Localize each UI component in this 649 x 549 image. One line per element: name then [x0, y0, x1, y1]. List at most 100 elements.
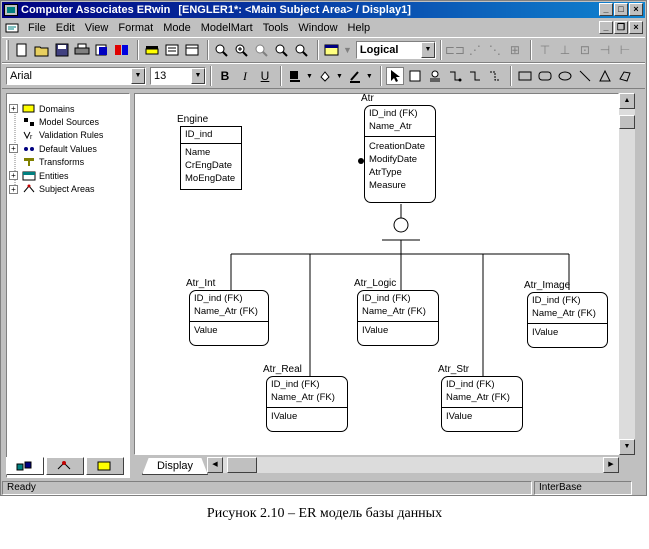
non-identifying-relationship-icon[interactable] — [486, 67, 504, 85]
complete-compare-icon[interactable]: ⋱ — [488, 43, 501, 57]
expand-icon[interactable]: + — [9, 104, 18, 114]
many-to-many-icon[interactable] — [466, 67, 484, 85]
subtype-tool-icon[interactable] — [426, 67, 444, 85]
menu-format[interactable]: Format — [118, 21, 154, 34]
tree-item-validation-rules[interactable]: r Validation Rules — [9, 129, 103, 142]
menu-file[interactable]: File — [28, 21, 46, 34]
subject-area-dropdown-icon[interactable]: ▼ — [343, 45, 352, 55]
entity-display-icon[interactable] — [143, 41, 161, 59]
line-color-icon[interactable] — [346, 67, 364, 85]
entity-atr-real[interactable]: Atr_Real ID_ind (FK) Name_Atr (FK) IValu… — [263, 364, 348, 432]
sync-icon[interactable]: ⊞ — [509, 43, 520, 57]
rectangle-tool-icon[interactable] — [516, 67, 534, 85]
line-tool-icon[interactable] — [576, 67, 594, 85]
zoom-in-icon[interactable] — [233, 41, 251, 59]
tree-item-domains[interactable]: + Domains — [9, 102, 103, 115]
menu-view[interactable]: View — [84, 21, 109, 34]
tree-item-subject-areas[interactable]: + Subject Areas — [9, 182, 103, 195]
entity-engine[interactable]: Engine ID_ind Name CrEngDate MoEngDate — [177, 114, 242, 190]
italic-button[interactable]: I — [243, 68, 247, 83]
ellipse-tool-icon[interactable] — [556, 67, 574, 85]
font-size-dropdown-icon[interactable]: ▼ — [191, 68, 205, 84]
close-button[interactable]: × — [629, 3, 643, 16]
reverse-engineer-icon[interactable]: ⋰ — [468, 43, 481, 57]
fill-color-dropdown-icon[interactable]: ▼ — [335, 72, 343, 80]
menu-help[interactable]: Help — [347, 21, 371, 34]
mart-report-icon[interactable]: ⊢ — [619, 43, 631, 57]
document-menu-icon[interactable] — [5, 22, 19, 34]
scroll-left-icon[interactable]: ◀ — [207, 457, 223, 473]
subject-area-icon[interactable] — [323, 41, 341, 59]
zoom-full-icon[interactable] — [273, 41, 291, 59]
open-folder-icon[interactable] — [33, 41, 51, 59]
entity-atr-logic[interactable]: Atr_Logic ID_ind (FK) Name_Atr (FK) IVal… — [354, 278, 439, 346]
horizontal-scrollbar[interactable]: ◀ ▶ — [207, 457, 619, 473]
print-icon[interactable] — [73, 41, 91, 59]
scroll-down-icon[interactable]: ▼ — [619, 439, 635, 455]
attribute-display-icon[interactable] — [163, 41, 181, 59]
pointer-tool-icon[interactable] — [385, 67, 404, 85]
tab-display-view[interactable] — [86, 457, 124, 475]
tab-model-view[interactable] — [6, 457, 44, 475]
save-icon[interactable] — [53, 41, 71, 59]
new-file-icon[interactable] — [13, 41, 31, 59]
zoom-fit-icon[interactable] — [253, 41, 271, 59]
horizontal-scroll-thumb[interactable] — [227, 457, 257, 473]
doc-minimize-button[interactable]: _ — [599, 21, 613, 34]
toolbar-grip[interactable] — [6, 40, 9, 60]
tree-item-transforms[interactable]: Transforms — [9, 156, 103, 169]
scroll-up-icon[interactable]: ▲ — [619, 93, 635, 109]
table-display-icon[interactable] — [183, 41, 201, 59]
mart-lock-icon[interactable]: ⊣ — [599, 43, 611, 57]
entity-atr-image[interactable]: Atr_Image ID_ind (FK) Name_Atr (FK) IVal… — [524, 280, 608, 348]
title-bar[interactable]: Computer Associates ERwin [ENGLER1*: <Ma… — [2, 2, 645, 18]
freeform-tool-icon[interactable] — [616, 67, 634, 85]
menu-window[interactable]: Window — [298, 21, 338, 34]
tree-item-model-sources[interactable]: Model Sources — [9, 115, 103, 128]
entity-atr[interactable]: Atr ID_ind (FK) Name_Atr CreationDate Mo… — [361, 94, 436, 203]
view-level-dropdown-icon[interactable]: ▼ — [420, 42, 435, 58]
expand-icon[interactable]: + — [9, 171, 18, 181]
tab-display[interactable]: Display — [142, 458, 208, 475]
text-color-dropdown-icon[interactable]: ▼ — [306, 72, 313, 80]
forward-engineer-icon[interactable]: ⊏⊐ — [444, 43, 465, 57]
line-color-dropdown-icon[interactable]: ▼ — [365, 72, 373, 80]
expand-icon[interactable]: + — [9, 184, 18, 194]
font-name-dropdown-icon[interactable]: ▼ — [131, 68, 145, 84]
vertical-scroll-thumb[interactable] — [619, 115, 635, 129]
report-icon[interactable] — [93, 41, 111, 59]
color-icon[interactable] — [113, 41, 131, 59]
expand-icon[interactable]: + — [9, 144, 18, 154]
entity-atr-str[interactable]: Atr_Str ID_ind (FK) Name_Atr (FK) IValue — [438, 364, 523, 432]
menu-mode[interactable]: Mode — [163, 21, 191, 34]
entity-tool-icon[interactable] — [406, 67, 424, 85]
minimize-button[interactable]: _ — [599, 3, 613, 16]
font-size-combo[interactable]: 13 ▼ — [150, 67, 206, 85]
entity-atr-int[interactable]: Atr_Int ID_ind (FK) Name_Atr (FK) Value — [186, 278, 269, 346]
underline-button[interactable]: U — [260, 69, 270, 83]
vertical-scrollbar[interactable]: ▲ ▼ — [619, 93, 635, 455]
mart-save-icon[interactable]: ⊥ — [559, 43, 571, 57]
menu-edit[interactable]: Edit — [55, 21, 75, 34]
view-level-combo[interactable]: Logical ▼ — [355, 41, 436, 59]
mart-open-icon[interactable]: ⊤ — [539, 43, 551, 57]
identifying-relationship-icon[interactable] — [446, 67, 464, 85]
zoom-out-icon[interactable] — [213, 41, 231, 59]
tab-subject-area-view[interactable] — [46, 457, 84, 475]
bold-button[interactable]: B — [220, 69, 230, 83]
text-color-icon[interactable] — [286, 67, 304, 85]
zoom-page-icon[interactable] — [293, 41, 311, 59]
diagram-canvas[interactable]: Engine ID_ind Name CrEngDate MoEngDate A… — [134, 93, 619, 455]
tree-item-default-values[interactable]: + Default Values — [9, 142, 103, 155]
menu-modelmart[interactable]: ModelMart — [200, 21, 253, 34]
menu-tools[interactable]: Tools — [262, 21, 289, 34]
polygon-tool-icon[interactable] — [596, 67, 614, 85]
fill-color-icon[interactable] — [316, 67, 334, 85]
doc-close-button[interactable]: × — [629, 21, 643, 34]
mart-check-icon[interactable]: ⊡ — [579, 43, 590, 57]
doc-restore-button[interactable]: ❐ — [614, 21, 628, 34]
scroll-right-icon[interactable]: ▶ — [603, 457, 619, 473]
maximize-button[interactable]: □ — [614, 3, 628, 16]
font-name-combo[interactable]: Arial ▼ — [6, 67, 146, 85]
tree-item-entities[interactable]: + Entities — [9, 169, 103, 182]
